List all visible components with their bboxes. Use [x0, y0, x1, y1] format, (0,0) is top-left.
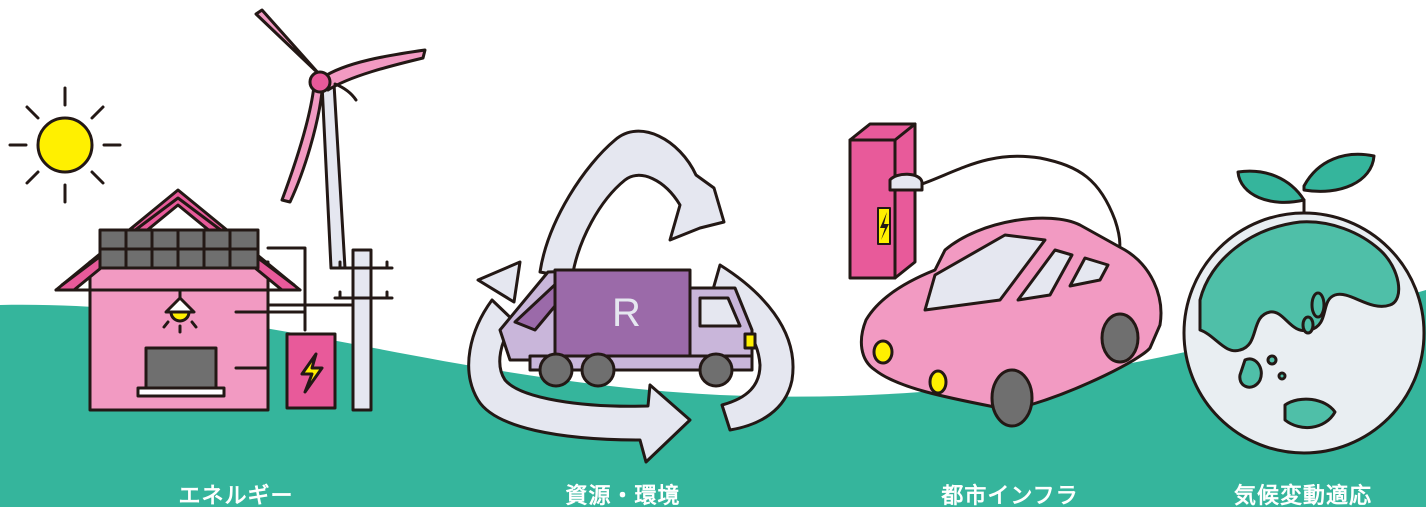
caption-infrastructure: 都市インフラ: [941, 484, 1079, 509]
green-hill: [0, 290, 1426, 507]
caption-resources: 資源・環境: [565, 484, 681, 509]
lamp-icon: [162, 288, 198, 334]
globe-icon: [1182, 152, 1426, 455]
utility-pole-icon: [266, 248, 394, 412]
wind-turbine-icon: [254, 8, 427, 270]
ev-charger-icon: [848, 122, 1122, 280]
electric-car-icon: [859, 216, 1163, 428]
truck-letter: R: [612, 291, 641, 335]
caption-climate: 気候変動適応: [1233, 484, 1372, 509]
laptop-icon: [136, 346, 226, 398]
house-icon: [54, 188, 307, 412]
battery-icon: [285, 332, 337, 410]
sun-icon: [8, 86, 122, 204]
solar-panel-icon: [98, 228, 260, 270]
garbage-truck-icon: R: [498, 268, 757, 388]
caption-energy: エネルギー: [178, 484, 294, 509]
